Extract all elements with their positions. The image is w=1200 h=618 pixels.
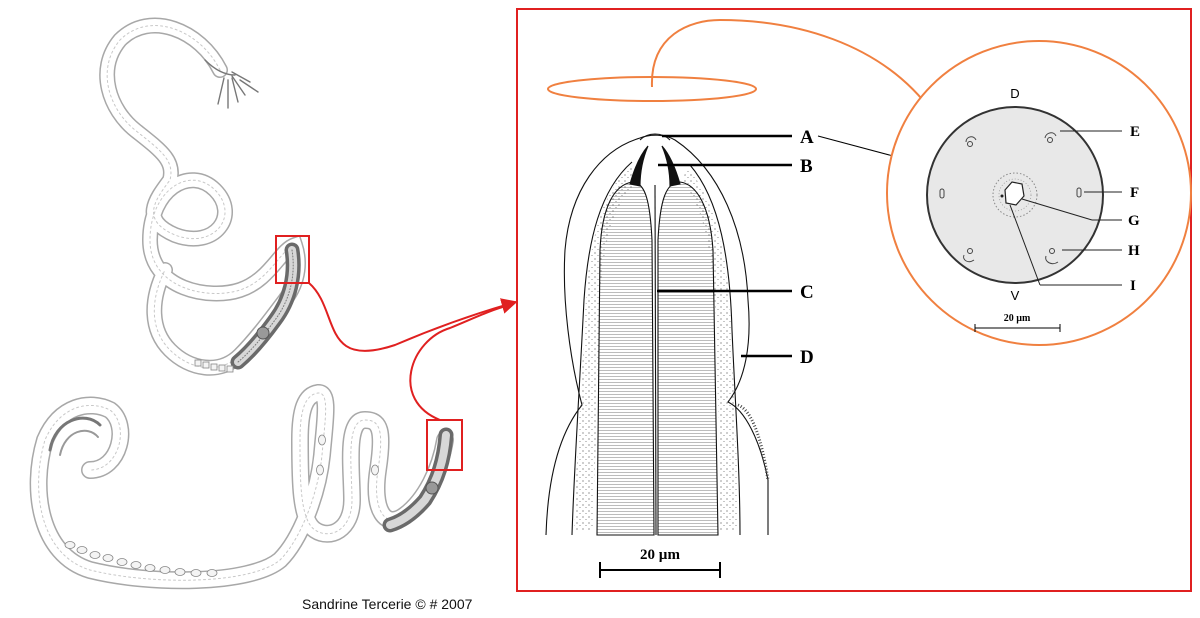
enface-papillae <box>939 132 1082 265</box>
label-D: D <box>800 347 814 368</box>
label-A: A <box>800 127 814 148</box>
label-F: F <box>1130 185 1139 201</box>
anterior-end-drawing <box>545 133 770 536</box>
section-plane-arrow <box>650 18 934 115</box>
worm-lower-drawing <box>29 384 454 590</box>
head-highlight-box-lower <box>426 419 463 471</box>
label-E: E <box>1130 124 1140 140</box>
label-I: I <box>1130 278 1136 294</box>
enface-leader-lines <box>1009 130 1122 286</box>
orientation-dorsal: D <box>1010 86 1019 101</box>
label-B: B <box>800 156 813 177</box>
credit-line: Sandrine Tercerie © # 2007 <box>302 596 473 612</box>
connector-arrow-upper <box>308 282 518 352</box>
enface-scale-bar <box>974 324 1061 332</box>
detail-leader-lines <box>657 134 792 358</box>
label-G: G <box>1128 213 1140 229</box>
detail-frame <box>516 8 1192 592</box>
enface-head-disc <box>926 106 1104 284</box>
detail-scale-bar <box>599 562 721 578</box>
enface-mouth-opening <box>1004 181 1025 206</box>
label-C: C <box>800 282 814 303</box>
enface-scale-label: 20 µm <box>1004 313 1031 324</box>
head-highlight-box-upper <box>275 235 310 284</box>
orientation-ventral: V <box>1011 288 1020 303</box>
label-H: H <box>1128 243 1140 259</box>
detail-scale-label: 20 µm <box>640 547 680 563</box>
connector-arrow-lower <box>409 304 511 421</box>
worm-upper-drawing <box>99 17 306 376</box>
